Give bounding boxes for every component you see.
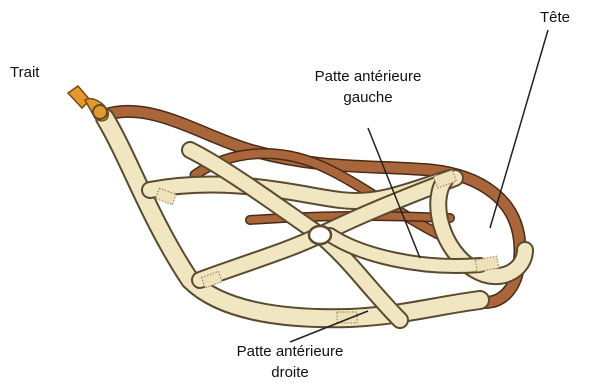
label-patte-gauche-line2: gauche	[283, 87, 453, 108]
leader-line-tete	[490, 30, 548, 228]
label-patte-droite-line1: Patte antérieure	[205, 341, 375, 362]
label-patte-droite-line2: droite	[205, 362, 375, 383]
label-patte-gauche-line1: Patte antérieure	[283, 66, 453, 87]
label-tete: Tête	[540, 7, 570, 28]
trait-buckle	[68, 86, 108, 121]
center-ring	[309, 226, 331, 244]
label-patte-anterieure-gauche: Patte antérieure gauche	[283, 66, 453, 108]
label-trait: Trait	[10, 62, 39, 83]
label-patte-anterieure-droite: Patte antérieure droite	[205, 341, 375, 383]
